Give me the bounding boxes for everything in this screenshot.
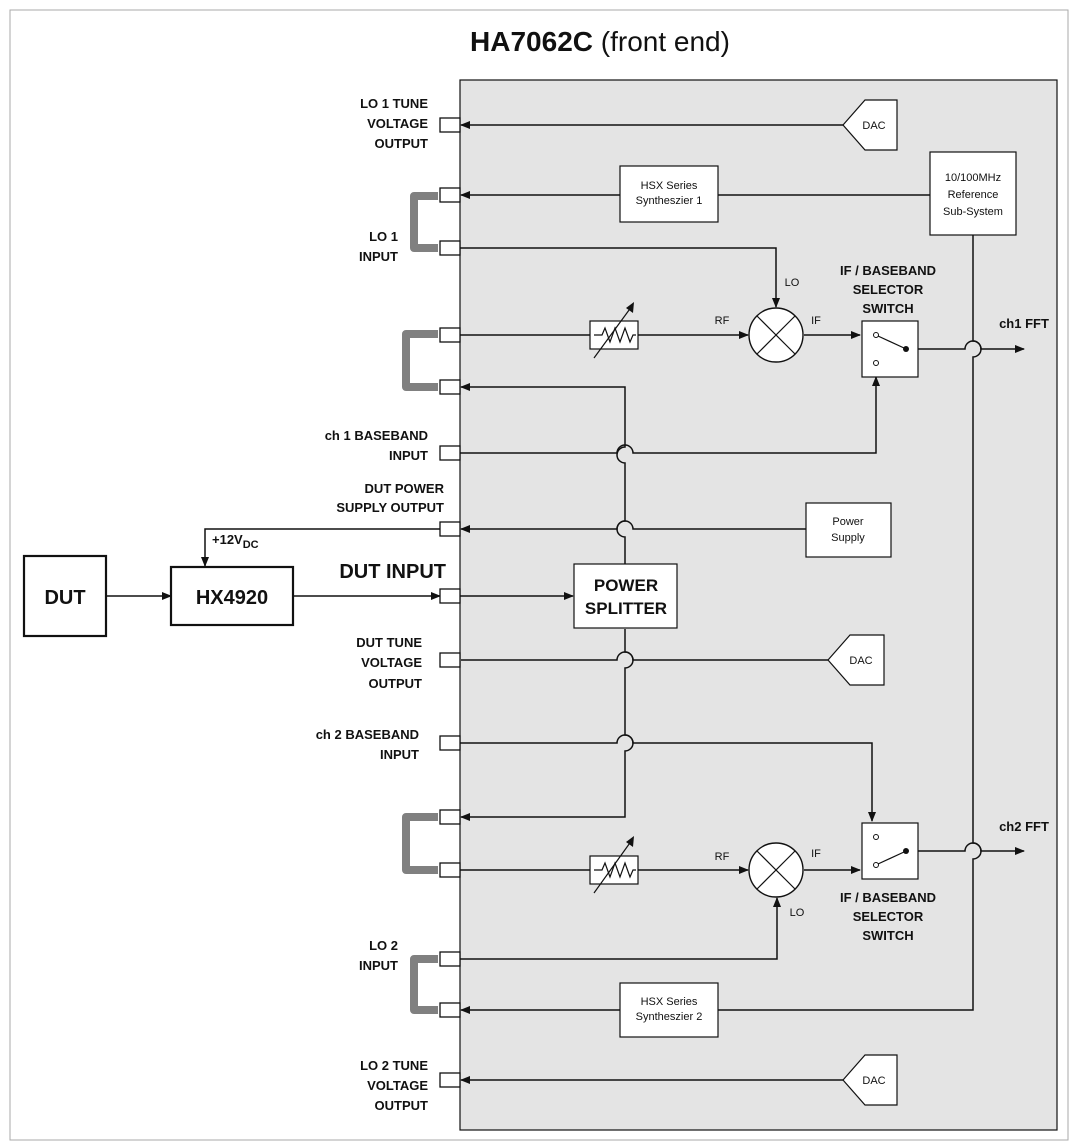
ch1-rf-loop-cable xyxy=(402,330,438,391)
selector-switch-ch2-label: IF / BASEBAND SELECTOR SWITCH xyxy=(840,890,936,943)
ch2-rf-loop-cable xyxy=(402,813,438,874)
selector-switch-ch2 xyxy=(861,822,919,880)
svg-text:HSX Series: HSX Series xyxy=(641,996,698,1008)
svg-text:INPUT: INPUT xyxy=(359,249,398,264)
port-ch1-rf-out xyxy=(439,327,461,343)
svg-text:VOLTAGE: VOLTAGE xyxy=(367,116,428,131)
svg-text:Reference: Reference xyxy=(948,189,999,201)
lo1-loop-cable xyxy=(410,192,438,252)
dac-lo2-tune: DAC xyxy=(842,1054,898,1106)
svg-text:IF: IF xyxy=(811,315,821,327)
dac-dut-tune: DAC xyxy=(827,634,885,686)
svg-text:Supply: Supply xyxy=(831,532,865,544)
port-synth1-out xyxy=(439,187,461,203)
svg-text:LO 2 TUNE: LO 2 TUNE xyxy=(360,1058,428,1073)
svg-text:IF / BASEBAND: IF / BASEBAND xyxy=(840,263,936,278)
svg-text:INPUT: INPUT xyxy=(380,747,419,762)
svg-text:POWER: POWER xyxy=(594,576,658,595)
svg-text:Syntheszier 2: Syntheszier 2 xyxy=(636,1011,703,1023)
svg-text:INPUT: INPUT xyxy=(359,958,398,973)
dac-lo1-tune: DAC xyxy=(842,99,898,151)
attenuator-ch2 xyxy=(589,836,639,894)
port-ch1-baseband xyxy=(439,445,461,461)
svg-text:IF: IF xyxy=(811,848,821,860)
svg-text:OUTPUT: OUTPUT xyxy=(369,676,423,691)
power-splitter: POWER SPLITTER xyxy=(573,563,678,629)
svg-text:SPLITTER: SPLITTER xyxy=(585,599,667,618)
svg-text:LO: LO xyxy=(785,277,800,289)
port-lo1-tune xyxy=(439,117,461,133)
diagram-title: HA7062C (front end) xyxy=(470,26,730,57)
svg-text:LO 1: LO 1 xyxy=(369,229,398,244)
power-supply: Power Supply xyxy=(805,502,892,558)
svg-text:SELECTOR: SELECTOR xyxy=(853,282,924,297)
port-dut-power xyxy=(439,521,461,537)
svg-text:DAC: DAC xyxy=(849,655,872,667)
svg-text:+12VDC: +12VDC xyxy=(212,532,259,551)
svg-text:RF: RF xyxy=(715,315,730,327)
svg-text:DUT INPUT: DUT INPUT xyxy=(339,561,446,583)
lo2-loop-cable xyxy=(410,955,438,1014)
svg-text:SWITCH: SWITCH xyxy=(862,301,913,316)
svg-text:VOLTAGE: VOLTAGE xyxy=(367,1078,428,1093)
selector-switch-ch1 xyxy=(861,320,919,378)
svg-text:OUTPUT: OUTPUT xyxy=(375,1098,429,1113)
dut-block: DUT xyxy=(22,554,108,638)
svg-text:10/100MHz: 10/100MHz xyxy=(945,172,1001,184)
svg-text:ch1 FFT: ch1 FFT xyxy=(999,316,1049,331)
panel-ports xyxy=(439,117,461,1088)
port-synth2-out xyxy=(439,1002,461,1018)
port-dut-tune xyxy=(439,652,461,668)
hx4920-block: HX4920 xyxy=(169,565,295,627)
svg-text:HSX Series: HSX Series xyxy=(641,180,698,192)
port-lo2-tune xyxy=(439,1072,461,1088)
svg-text:VOLTAGE: VOLTAGE xyxy=(361,655,422,670)
port-ch2-rf-in xyxy=(439,809,461,825)
port-dut-input xyxy=(439,588,461,604)
svg-text:LO: LO xyxy=(790,907,805,919)
reference-subsystem: 10/100MHz Reference Sub-System xyxy=(929,151,1017,236)
svg-text:ch 1 BASEBAND: ch 1 BASEBAND xyxy=(325,428,428,443)
signal-lines xyxy=(106,121,1025,1084)
selector-switch-ch1-label: IF / BASEBAND SELECTOR SWITCH xyxy=(840,263,936,316)
svg-text:IF / BASEBAND: IF / BASEBAND xyxy=(840,890,936,905)
svg-text:Power: Power xyxy=(832,516,864,528)
svg-text:LO 1 TUNE: LO 1 TUNE xyxy=(360,96,428,111)
port-ch2-rf-out xyxy=(439,862,461,878)
svg-text:DAC: DAC xyxy=(862,1075,885,1087)
svg-text:SUPPLY OUTPUT: SUPPLY OUTPUT xyxy=(336,500,444,515)
svg-text:DUT: DUT xyxy=(44,587,85,609)
svg-text:SELECTOR: SELECTOR xyxy=(853,909,924,924)
synthesizer-1: HSX Series Syntheszier 1 xyxy=(619,165,719,223)
svg-text:OUTPUT: OUTPUT xyxy=(375,136,429,151)
port-lo2-input xyxy=(439,951,461,967)
port-lo1-input xyxy=(439,240,461,256)
signal-labels: LO RF IF RF IF LO ch1 FFT ch2 FFT +12VDC xyxy=(212,277,1049,919)
port-ch1-rf-in xyxy=(439,379,461,395)
port-ch2-baseband xyxy=(439,735,461,751)
svg-text:ch 2 BASEBAND: ch 2 BASEBAND xyxy=(316,727,419,742)
svg-text:Syntheszier 1: Syntheszier 1 xyxy=(636,195,703,207)
svg-text:DUT TUNE: DUT TUNE xyxy=(356,635,422,650)
svg-text:HX4920: HX4920 xyxy=(196,587,268,609)
svg-text:DUT POWER: DUT POWER xyxy=(365,481,445,496)
mixer-ch2 xyxy=(748,842,804,898)
front-end-panel xyxy=(459,79,1058,1131)
synthesizer-2: HSX Series Syntheszier 2 xyxy=(619,982,719,1038)
svg-text:SWITCH: SWITCH xyxy=(862,928,913,943)
mixer-ch1 xyxy=(748,307,804,363)
svg-text:ch2 FFT: ch2 FFT xyxy=(999,819,1049,834)
svg-text:DAC: DAC xyxy=(862,120,885,132)
attenuator-ch1 xyxy=(589,302,639,359)
svg-text:INPUT: INPUT xyxy=(389,448,428,463)
port-labels: LO 1 TUNE VOLTAGE OUTPUT LO 1 INPUT ch 1… xyxy=(316,96,446,1113)
svg-text:Sub-System: Sub-System xyxy=(943,206,1003,218)
svg-text:LO 2: LO 2 xyxy=(369,938,398,953)
svg-text:RF: RF xyxy=(715,851,730,863)
